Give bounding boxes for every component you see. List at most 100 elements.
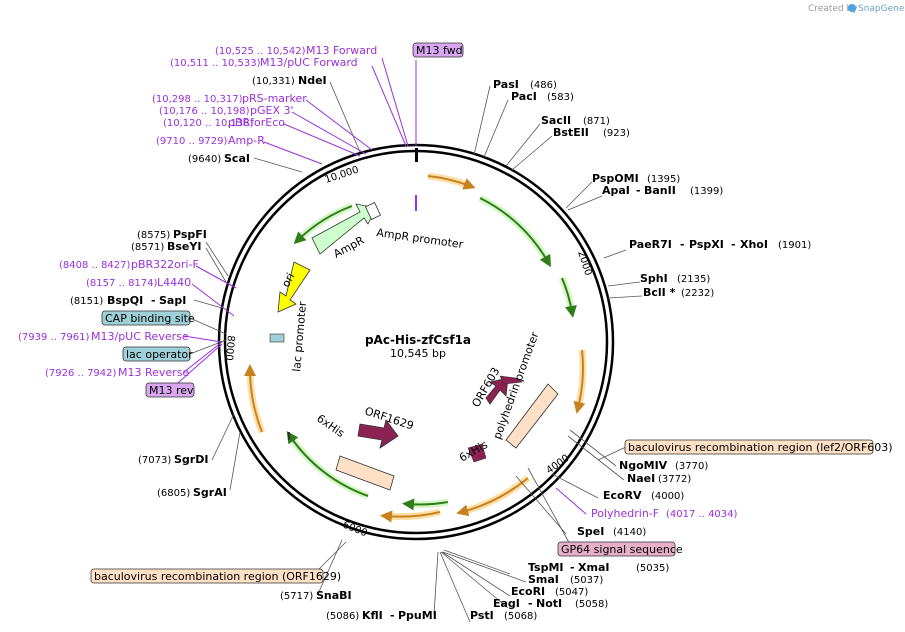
- svg-text:(5035): (5035): [636, 563, 669, 574]
- svg-text:(583): (583): [547, 92, 574, 103]
- svg-text:-: -: [151, 294, 156, 307]
- plasmid-size: 10,545 bp: [390, 347, 446, 360]
- ampr-promoter-label: AmpR promoter: [376, 226, 465, 251]
- primer-m13-reverse: M13 Reverse: [118, 366, 189, 379]
- enzyme-spei: SpeI: [577, 525, 604, 538]
- svg-text:(5068): (5068): [504, 611, 537, 622]
- svg-text:(3772): (3772): [658, 474, 691, 485]
- enzyme-pspxi: PspXI: [689, 238, 724, 251]
- enzyme-bsteii: BstEII: [553, 126, 589, 139]
- right-enzymes: PasI (486) PacI (583) SacII (871) BstEII…: [470, 78, 811, 622]
- box-labels: M13 fwd CAP binding site lac operator M1…: [90, 42, 893, 584]
- primer-amp-r: Amp-R: [228, 134, 265, 147]
- enzyme-sacii: SacII: [541, 114, 571, 127]
- enzyme-paer7i: PaeR7I: [629, 238, 672, 251]
- enzyme-psti: PstI: [470, 609, 494, 622]
- enzyme-ecori: EcoRI: [511, 585, 545, 598]
- plasmid-name: pAc-His-zfCsf1a: [365, 333, 471, 347]
- svg-text:(486): (486): [530, 80, 557, 91]
- svg-text:(8408 .. 8427): (8408 .. 8427): [59, 260, 131, 271]
- enzyme-xhoi: XhoI: [740, 238, 768, 251]
- svg-text:-: -: [528, 597, 533, 610]
- enzyme-ecorv: EcoRV: [603, 489, 642, 502]
- enzyme-sgrdi: SgrDI: [174, 453, 208, 466]
- enzyme-naei: NaeI: [627, 472, 655, 485]
- enzyme-xmai: XmaI: [578, 561, 609, 574]
- svg-text:-: -: [731, 238, 736, 251]
- orf1629-region: [335, 455, 395, 491]
- svg-text:(1901): (1901): [778, 240, 811, 251]
- svg-text:(1399): (1399): [690, 186, 723, 197]
- svg-text:(10,120 .. 10,138): (10,120 .. 10,138): [163, 118, 254, 129]
- primer-prs-marker: pRS-marker: [242, 92, 307, 105]
- tick-6000: 6000: [341, 520, 369, 540]
- enzyme-ppumi: PpuMI: [398, 609, 437, 622]
- enzyme-sapi: SapI: [159, 294, 186, 307]
- svg-text:(10,525 .. 10,542): (10,525 .. 10,542): [215, 46, 306, 57]
- svg-text:(7926 .. 7942): (7926 .. 7942): [45, 368, 117, 379]
- tick-10000: 10,000: [324, 165, 361, 186]
- primer-labels: (10,525 .. 10,542) M13 Forward (10,511 .…: [18, 44, 738, 520]
- svg-text:(9640): (9640): [188, 154, 221, 165]
- enzyme-sgrai: SgrAI: [193, 486, 227, 499]
- svg-text:(6805): (6805): [157, 488, 190, 499]
- svg-text:(8151): (8151): [70, 296, 103, 307]
- enzyme-paci: PacI: [511, 90, 537, 103]
- enzyme-scai: ScaI: [224, 152, 250, 165]
- enzyme-ndei: NdeI: [298, 74, 327, 87]
- primer-pgex3: pGEX 3': [250, 104, 294, 117]
- svg-text:(3770): (3770): [675, 461, 708, 472]
- svg-text:(871): (871): [583, 116, 610, 127]
- enzyme-pspomi: PspOMI: [592, 172, 639, 185]
- tick-8000: 8000: [223, 335, 236, 361]
- enzyme-bcli: BclI *: [643, 286, 676, 299]
- svg-text:(10,176 .. 10,198): (10,176 .. 10,198): [159, 106, 250, 117]
- enzyme-sphi: SphI: [640, 272, 668, 285]
- ring-features: [244, 148, 587, 523]
- svg-text:(7939 .. 7961): (7939 .. 7961): [18, 332, 90, 343]
- enzyme-snabi: SnaBI: [316, 589, 352, 602]
- enzyme-noti: NotI: [536, 597, 562, 610]
- svg-text:(2232): (2232): [681, 288, 714, 299]
- svg-text:(4017 .. 4034): (4017 .. 4034): [666, 509, 738, 520]
- svg-text:(9710 .. 9729): (9710 .. 9729): [156, 136, 228, 147]
- box-gp64: GP64 signal sequence: [561, 543, 683, 556]
- enzyme-kfli: KflI: [362, 609, 383, 622]
- his-left-label: 6xHis: [314, 412, 347, 440]
- box-bac-right: baculovirus recombination region (lef2/O…: [628, 441, 893, 454]
- svg-text:(7073): (7073): [138, 455, 171, 466]
- primer-l4440: L4440: [157, 276, 191, 289]
- primer-m13-forward: M13 Forward: [306, 44, 377, 57]
- tick-4000: 4000: [544, 453, 571, 477]
- box-lac-operator: lac operator: [126, 348, 193, 361]
- left-enzymes: (10,331) NdeI (9640) ScaI (8575) PspFI (…: [70, 74, 437, 622]
- snapgene-logo-icon: [848, 4, 856, 12]
- svg-text:-: -: [390, 609, 395, 622]
- primer-pbr322ori-f: pBR322ori-F: [131, 258, 199, 271]
- svg-text:(8575): (8575): [137, 230, 170, 241]
- svg-text:(5047): (5047): [555, 587, 588, 598]
- box-m13-rev: M13 rev: [149, 384, 194, 397]
- ori-label: ori: [279, 271, 297, 290]
- credit-brand: SnapGene: [858, 4, 905, 14]
- enzyme-pasi: PasI: [493, 78, 519, 91]
- enzyme-eagi: EagI: [493, 597, 520, 610]
- svg-text:(4000): (4000): [651, 491, 684, 502]
- svg-text:(5717): (5717): [280, 591, 313, 602]
- enzyme-banii: BanII: [644, 184, 676, 197]
- enzyme-bspqi: BspQI: [107, 294, 143, 307]
- primer-m13-puc-forward: M13/pUC Forward: [260, 56, 358, 69]
- enzyme-bseyi: BseYI: [167, 240, 201, 253]
- svg-text:(5086): (5086): [326, 611, 359, 622]
- primer-polyhedrin-f: Polyhedrin-F: [591, 507, 659, 520]
- enzyme-smai: SmaI: [528, 573, 559, 586]
- svg-text:-: -: [680, 238, 685, 251]
- svg-text:(4140): (4140): [613, 527, 646, 538]
- enzyme-apai: ApaI: [602, 184, 630, 197]
- ori-arrow: [277, 261, 311, 313]
- svg-text:-: -: [570, 561, 575, 574]
- svg-text:(8157 .. 8174): (8157 .. 8174): [86, 278, 158, 289]
- enzyme-pspfi: PspFI: [173, 228, 207, 241]
- right-leaders: [439, 85, 643, 623]
